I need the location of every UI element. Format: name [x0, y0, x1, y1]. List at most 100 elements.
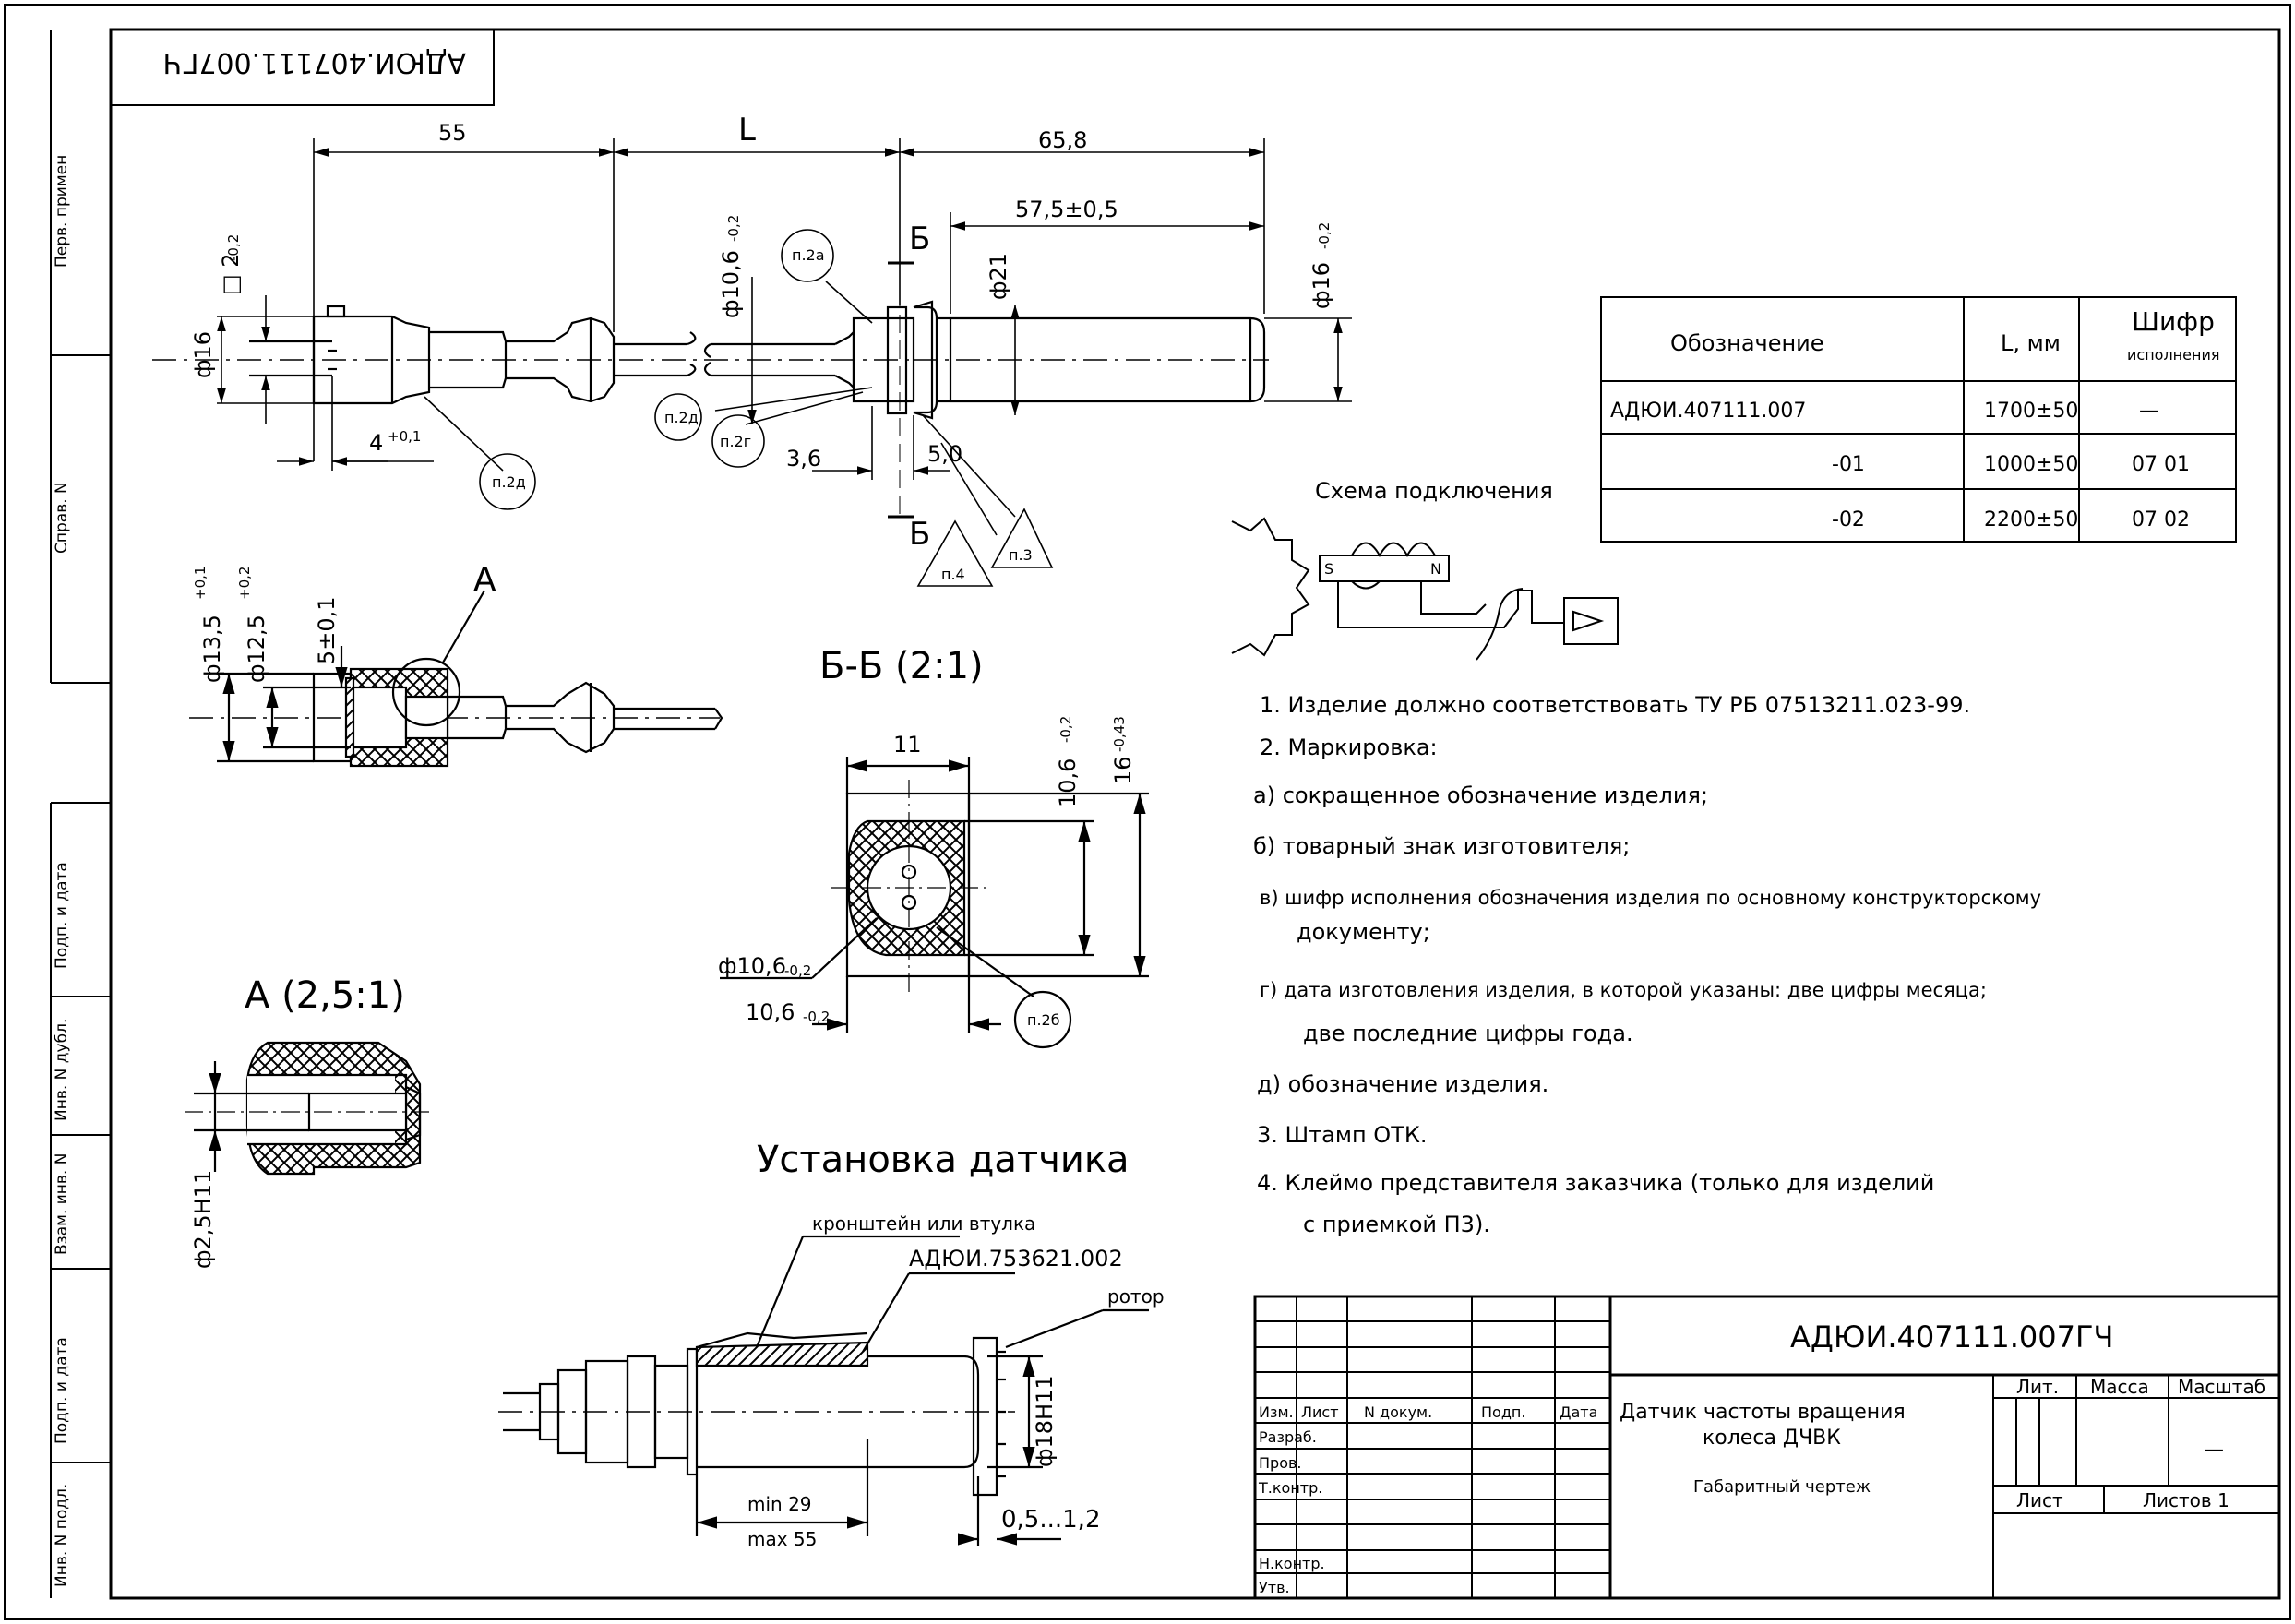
dim-phi12-5: ф12,5: [244, 615, 269, 683]
scheme-title: Схема подключения: [1315, 478, 1553, 504]
install-dim-max: max 55: [747, 1528, 817, 1550]
table-header-length: L, мм: [2001, 330, 2061, 356]
dim-57-5: 57,5±0,5: [1015, 197, 1118, 222]
callout-p2d: п.2д: [664, 409, 699, 426]
detail-a-view: [185, 1041, 434, 1176]
install-dim-gap: 0,5...1,2: [1001, 1506, 1101, 1534]
table-row-1-length: 1000±50: [1984, 453, 2078, 476]
side-label-inv-dubl: Инв. N дубл.: [53, 1019, 71, 1121]
dim-phi10-6: ф10,6: [718, 250, 744, 318]
table-row-0-designation: АДЮИ.407111.007: [1610, 400, 1806, 423]
scheme-label-s: S: [1324, 560, 1333, 578]
tb-scale: Масштаб: [2178, 1376, 2265, 1398]
table-row-2-designation: -02: [1832, 508, 1865, 531]
install-dim-phi18: ф18Н11: [1032, 1375, 1058, 1467]
tb-sheet: Лист: [2016, 1489, 2063, 1511]
scheme-label-n: N: [1430, 560, 1441, 578]
tb-doc-type: Габаритный чертеж: [1693, 1477, 1871, 1497]
dim-3-6: 3,6: [786, 446, 821, 472]
dim-square-2-tol: -0,2: [225, 234, 242, 261]
callout-p2a: п.2а: [792, 246, 825, 264]
note-2a: а) сокращенное обозначение изделия;: [1253, 782, 1708, 808]
side-label-inv-podl: Инв. N подл.: [53, 1484, 71, 1587]
sec-dim-phi10-6: ф10,6: [718, 953, 786, 979]
install-dim-min: min 29: [747, 1493, 812, 1515]
callout-p2d-left: п.2д: [492, 473, 526, 491]
detail-a-title: А (2,5:1): [245, 974, 405, 1017]
table-row-2-code: 07 02: [2132, 508, 2190, 531]
section-view: [720, 757, 1149, 1049]
tb-row-utv: Утв.: [1259, 1579, 1290, 1596]
scheme-view: [1231, 517, 1619, 661]
tb-name-1: Датчик частоты вращения: [1620, 1401, 1906, 1424]
main-view: [152, 300, 1269, 420]
sec-dim-10-6: 10,6: [1055, 758, 1081, 807]
dim-4: 4: [369, 430, 383, 456]
dim-L: L: [738, 112, 756, 149]
note-2v: в) шифр исполнения обозначения изделия п…: [1260, 887, 2041, 909]
dim-phi16-left: ф16: [190, 331, 216, 378]
tb-row-nkontr: Н.контр.: [1259, 1555, 1325, 1572]
dim-4-tol: +0,1: [388, 428, 421, 445]
tb-sheets: Листов 1: [2143, 1489, 2229, 1511]
view-label-a: А: [473, 561, 496, 599]
dim-phi13-5-tol: +0,1: [192, 567, 209, 600]
sec-dim-10-6-tol: -0,2: [1058, 716, 1074, 743]
sec-dim-11: 11: [893, 732, 922, 758]
dim-phi16-right-tol: -0,2: [1316, 222, 1333, 249]
dim-5-0: 5,0: [927, 441, 962, 467]
rotated-doc-code: АДЮИ.407111.007ГЧ: [162, 46, 466, 78]
tb-row-prov: Пров.: [1259, 1454, 1302, 1472]
technical-notes: 1. Изделие должно соответствовать ТУ РБ …: [1253, 692, 2041, 1237]
table-header-code-sub: исполнения: [2127, 346, 2219, 364]
note-4-cont: с приемкой П3).: [1303, 1212, 1490, 1237]
callout-p4: п.4: [941, 566, 965, 583]
tb-col-izm: Изм.: [1259, 1403, 1294, 1421]
table-row-1-code: 07 01: [2132, 453, 2190, 476]
sec-dim-16-tol: -0,43: [1111, 716, 1128, 752]
note-4: 4. Клеймо представителя заказчика (тольк…: [1257, 1170, 1934, 1196]
tb-col-podp: Подп.: [1481, 1403, 1525, 1421]
dim-phi12-5-tol: +0,2: [236, 567, 253, 600]
tb-doc-code: АДЮИ.407111.007ГЧ: [1790, 1320, 2113, 1355]
dim-65-8: 65,8: [1038, 127, 1087, 153]
tb-col-data: Дата: [1560, 1403, 1597, 1421]
install-title: Установка датчика: [757, 1139, 1130, 1181]
sec-dim-phi10-6-tol: -0,2: [784, 962, 811, 979]
note-2g: г) дата изготовления изделия, в которой …: [1260, 979, 1987, 1001]
sec-dim-10-6-bottom-tol: -0,2: [803, 1009, 830, 1025]
tb-scale-value: —: [2204, 1439, 2224, 1462]
note-2: 2. Маркировка:: [1260, 734, 1438, 760]
tb-row-razrab: Разраб.: [1259, 1428, 1317, 1446]
variants-table: [1600, 296, 2237, 543]
dim-phi13-5: ф13,5: [199, 615, 225, 683]
tb-col-list: Лист: [1301, 1403, 1339, 1421]
tb-mass: Масса: [2090, 1376, 2149, 1398]
callout-p2g: п.2г: [720, 433, 751, 450]
detail-top-view: [189, 590, 723, 768]
table-row-2-length: 2200±50: [1984, 508, 2078, 531]
tb-name-2: колеса ДЧВК: [1703, 1427, 1841, 1450]
callout-p3: п.3: [1009, 546, 1033, 564]
note-2g-cont: две последние цифры года.: [1303, 1021, 1633, 1046]
side-label-podp1: Подп. и дата: [53, 862, 71, 969]
section-mark-b-top: Б: [909, 221, 930, 257]
tb-lit: Лит.: [2016, 1376, 2059, 1398]
side-label-podp2: Подп. и дата: [53, 1337, 71, 1444]
install-label-bracket: кронштейн или втулка: [812, 1212, 1035, 1235]
note-2b: б) товарный знак изготовителя;: [1253, 833, 1630, 859]
install-label-part: АДЮИ.753621.002: [909, 1246, 1123, 1272]
note-1: 1. Изделие должно соответствовать ТУ РБ …: [1260, 692, 1970, 718]
table-row-0-length: 1700±50: [1984, 400, 2078, 423]
side-label-vzam: Взам. инв. N: [53, 1153, 71, 1255]
dim-phi10-6-tol: -0,2: [725, 215, 742, 242]
tb-col-ndoc: N докум.: [1364, 1403, 1432, 1421]
install-label-rotor: ротор: [1107, 1285, 1165, 1308]
dim-55: 55: [438, 120, 467, 146]
table-row-0-code: —: [2139, 400, 2159, 423]
dim-phi21: ф21: [986, 253, 1011, 300]
note-2v-cont: документу;: [1297, 919, 1430, 945]
note-2d: д) обозначение изделия.: [1257, 1071, 1548, 1097]
title-block: [1253, 1295, 2281, 1600]
